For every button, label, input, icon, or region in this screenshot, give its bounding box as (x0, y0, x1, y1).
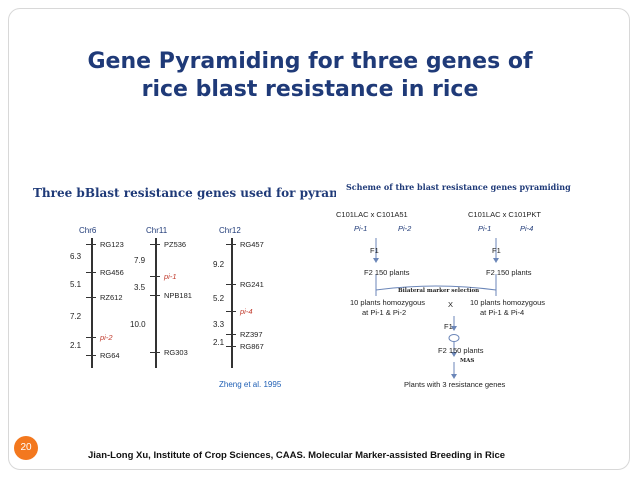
f2-right: F2 150 plants (486, 268, 532, 277)
chromosome-map-panel: Three bBlast resistance genes used for p… (33, 180, 376, 398)
footer-text: Jian-Long Xu, Institute of Crop Sciences… (88, 450, 506, 461)
f1-right: F1 (492, 246, 501, 255)
f1-left: F1 (370, 246, 379, 255)
page-number: 20 (14, 436, 38, 460)
arrow-head (373, 258, 379, 263)
arrow-head (493, 258, 499, 263)
chr12-tick (226, 311, 236, 312)
homo-left-line1: 10 plants homozygous (350, 298, 426, 307)
chr6-distance: 7.2 (70, 312, 82, 321)
homo-left-line2: at Pi-1 & Pi-2 (362, 308, 407, 317)
chr11-line (155, 238, 157, 368)
chr6-distance: 2.1 (70, 341, 82, 350)
mas-label: MAS (460, 358, 475, 364)
chr12-gene: pi-4 (240, 307, 253, 316)
arrow-head (451, 374, 457, 379)
chr11-tick (150, 295, 160, 296)
arrow-head (451, 326, 457, 331)
chr12-label: Chr12 (219, 226, 241, 235)
title-line-1: Gene Pyramiding for three genes of (87, 49, 533, 74)
chr6-gene: pi-2 (100, 333, 113, 342)
bilateral-label: Bilateral marker selection (398, 288, 480, 294)
chr6-label: Chr6 (79, 226, 97, 235)
chr12-distance: 5.2 (213, 294, 225, 303)
chr12-tick (226, 334, 236, 335)
chr6-distance: 5.1 (70, 280, 82, 289)
chr11-distance: 10.0 (130, 320, 146, 329)
cross2-label: C101LAC x C101PKT (468, 210, 541, 219)
chr12-marker: RG241 (240, 280, 264, 289)
chr11-marker: NPB181 (164, 291, 192, 300)
chr11-gene: pi-1 (164, 272, 177, 281)
chr12-tick (226, 346, 236, 347)
arrow-head (451, 352, 457, 357)
chr12-marker: RG457 (240, 240, 264, 249)
cross-x: X (448, 300, 454, 309)
chr6-tick (86, 337, 96, 338)
chr11-tick (150, 244, 160, 245)
chr11-distance: 7.9 (134, 256, 146, 265)
cross1-gene-b: Pi-2 (398, 224, 412, 233)
chr12-tick (226, 244, 236, 245)
cross2-gene-b: Pi-4 (520, 224, 534, 233)
selfing-circle (448, 334, 460, 342)
citation: Zheng et al. 1995 (219, 380, 282, 389)
f2-center: F2 150 plants (438, 346, 484, 355)
chr6-marker: RG64 (100, 351, 120, 360)
chr6-tick (86, 355, 96, 356)
chr11-tick (150, 276, 160, 277)
result-label: Plants with 3 resistance genes (404, 380, 506, 389)
homo-right-line2: at Pi-1 & Pi-4 (480, 308, 525, 317)
chr6-marker: RZ612 (100, 293, 123, 302)
chr12-tick (226, 284, 236, 285)
slide-title: Gene Pyramiding for three genes of rice … (40, 48, 580, 104)
chr11-tick (150, 352, 160, 353)
bilateral-bracket (375, 285, 497, 291)
chr12-marker: RZ397 (240, 330, 263, 339)
scheme-title: Scheme of thre blast resistance genes py… (346, 182, 571, 192)
chr11-label: Chr11 (146, 226, 168, 235)
chr6-tick (86, 244, 96, 245)
cross1-gene-a: Pi-1 (354, 224, 368, 233)
chr12-marker: RG867 (240, 342, 264, 351)
scheme-arrows (373, 238, 499, 379)
chr12-line (231, 238, 233, 368)
title-line-2: rice blast resistance in rice (141, 77, 479, 102)
chr6-distance: 6.3 (70, 252, 82, 261)
chr6-marker: RG123 (100, 240, 124, 249)
chr11-distance: 3.5 (134, 283, 146, 292)
chr12-distance: 9.2 (213, 260, 225, 269)
chromosome-panel-title: Three bBlast resistance genes used for p… (33, 186, 377, 200)
cross1-label: C101LAC x C101A51 (336, 210, 408, 219)
chr12-distance: 2.1 (213, 338, 225, 347)
chr12-distance: 3.3 (213, 320, 225, 329)
chr6-tick (86, 297, 96, 298)
chr6-line (91, 238, 93, 368)
homo-right-line1: 10 plants homozygous (470, 298, 546, 307)
breeding-scheme-panel: Scheme of thre blast resistance genes py… (336, 178, 588, 392)
f2-left: F2 150 plants (364, 268, 410, 277)
chr11-marker: PZ536 (164, 240, 187, 249)
chr6-tick (86, 272, 96, 273)
chr6-marker: RG456 (100, 268, 124, 277)
cross2-gene-a: Pi-1 (478, 224, 492, 233)
f1-center: F1 (444, 322, 453, 331)
chr11-marker: RG303 (164, 348, 188, 357)
